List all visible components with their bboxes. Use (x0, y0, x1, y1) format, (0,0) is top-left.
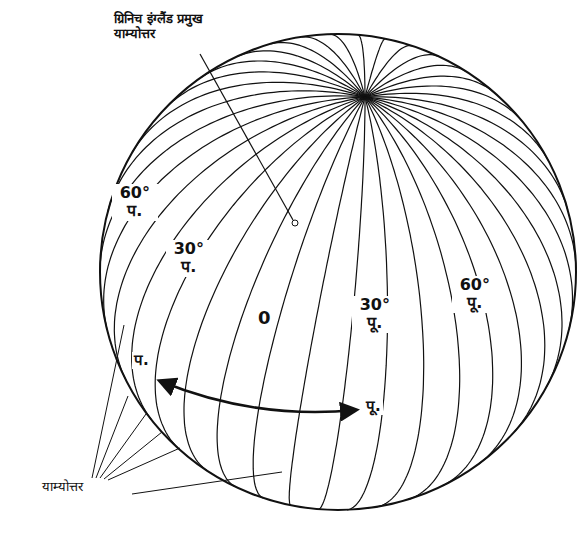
meridian-line (237, 51, 365, 97)
direction-label: प. (132, 352, 151, 369)
direction-arrow (160, 381, 356, 412)
meridian-line (365, 97, 576, 269)
leader-line (200, 54, 293, 220)
meridian-line (217, 97, 365, 487)
longitude-label: 60° प. (112, 184, 158, 221)
meridian-line (253, 97, 365, 498)
meridian-line (330, 34, 365, 97)
meridian-lines (100, 34, 576, 510)
leader-dot (292, 220, 298, 226)
meridian-line (155, 97, 365, 448)
meridian-line (365, 39, 385, 97)
meridian-line (104, 97, 365, 330)
meridian-line (165, 72, 365, 109)
meridian-line (271, 43, 366, 98)
direction-label: पू. (364, 398, 383, 415)
meridian-line (365, 55, 439, 97)
meridian-line (132, 97, 365, 420)
callout-label: याम्योत्तर (40, 480, 85, 495)
meridian-line (184, 97, 365, 471)
meridian-line (100, 96, 365, 271)
longitude-label: 0 (256, 308, 273, 329)
meridian-line (114, 97, 365, 380)
leader-lines (92, 325, 282, 494)
meridian-line (201, 61, 366, 97)
meridian-line (365, 97, 573, 328)
meridian-line (365, 86, 522, 121)
meridian-line (358, 35, 365, 97)
longitude-label: 30° पू. (352, 296, 398, 333)
longitude-label: 30° प. (166, 240, 212, 277)
longitude-label: 60° पू. (452, 276, 498, 313)
meridian-line (365, 97, 545, 432)
callout-label: ग्रिनिच इंग्लैंड प्रमुख याम्योत्तर (112, 12, 246, 42)
globe-outline (100, 34, 576, 510)
